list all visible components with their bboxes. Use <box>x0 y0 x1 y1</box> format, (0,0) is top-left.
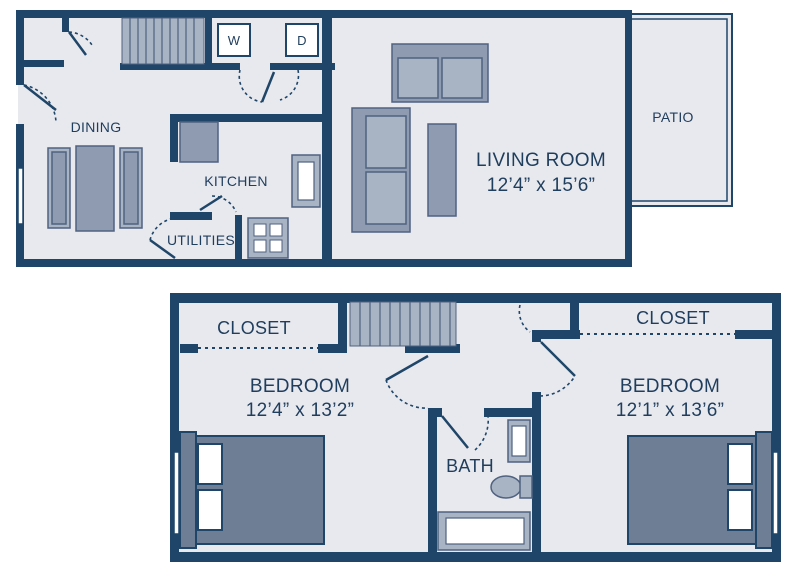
dining-label: DINING <box>71 119 122 135</box>
dining-set <box>47 145 143 232</box>
bath-fixtures <box>437 419 533 551</box>
entry-door <box>23 84 57 111</box>
bedroom-right-label: BEDROOM <box>620 376 720 397</box>
kitchen-fixtures <box>179 121 321 259</box>
closet-right-label: CLOSET <box>636 308 710 328</box>
washer-label: W <box>228 33 241 48</box>
dryer <box>285 23 319 57</box>
laundry-door-swing-right <box>279 69 300 101</box>
lower-walls <box>170 293 781 562</box>
bath-door-swing <box>474 415 490 451</box>
laundry: W D <box>217 23 319 103</box>
bedroom-right-size: 12’1” x 13’6” <box>616 400 724 421</box>
window-bedroom-left <box>173 451 180 535</box>
lower-level: BEDROOM 12’4” x 13’2” CLOSET BEDROOM 12’… <box>170 293 781 562</box>
window-bedroom-right <box>772 451 779 535</box>
utilities-door-swing <box>149 217 176 241</box>
dining-table <box>75 145 115 232</box>
bath-label: BATH <box>446 456 494 476</box>
living-room-size: 12’4” x 15’6” <box>487 175 595 196</box>
bedroom-left-bed <box>179 431 325 549</box>
bedroom-left-size: 12’4” x 13’2” <box>246 400 354 421</box>
patio-label: PATIO <box>652 109 693 125</box>
patio: PATIO <box>625 13 733 207</box>
coffee-table <box>427 123 457 217</box>
closet-door <box>67 31 88 56</box>
refrigerator <box>179 121 219 163</box>
lower-stairs <box>349 301 457 347</box>
dryer-label: D <box>297 33 307 48</box>
kitchen-label: KITCHEN <box>204 173 268 189</box>
living-room-label: LIVING ROOM <box>476 150 606 171</box>
upper-stairs <box>121 17 205 65</box>
utilities-door-swing-top <box>211 195 237 213</box>
entry-door-swing <box>23 84 57 123</box>
living-room-furniture <box>351 43 489 233</box>
washer <box>217 23 251 57</box>
bedroom-right-door-swing <box>539 375 576 397</box>
bedroom-left-label: BEDROOM <box>250 376 350 397</box>
closet-left-label: CLOSET <box>217 318 291 338</box>
bedroom-right-bed <box>627 431 773 549</box>
window-dining <box>17 167 24 225</box>
closet-right-door-swing <box>518 304 531 333</box>
utilities-label: UTILITIES <box>167 232 235 248</box>
upper-level: PATIO <box>16 10 733 267</box>
bedroom-left-door-swing <box>385 379 429 409</box>
toilet <box>490 475 522 499</box>
